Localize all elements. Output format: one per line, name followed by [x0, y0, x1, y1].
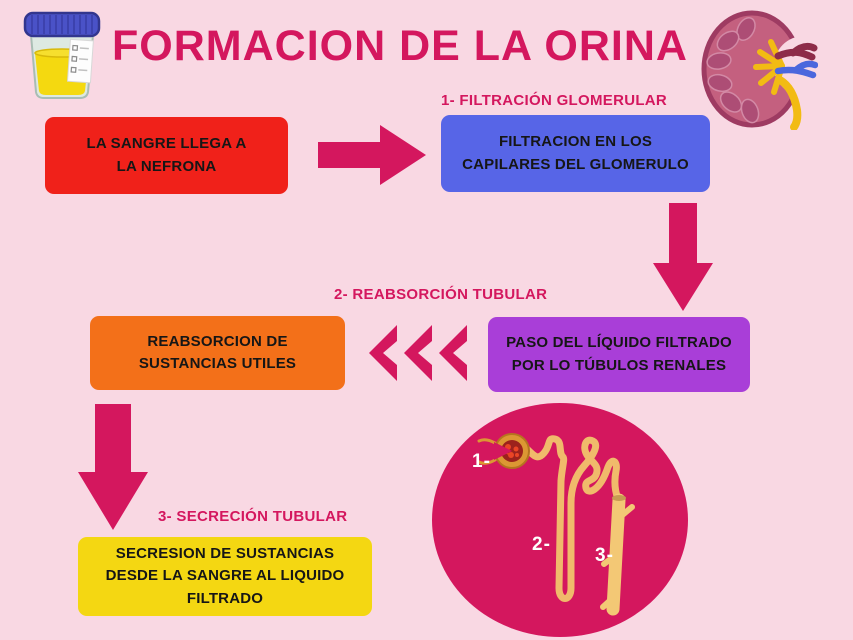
flow-arrow-down-icon [653, 203, 713, 311]
cup-lid [23, 11, 101, 38]
renal-artery [774, 42, 818, 61]
box-text-line: SUSTANCIAS UTILES [138, 355, 297, 372]
box-text-line: FILTRADO [186, 589, 264, 607]
box-glomerular-filtration: FILTRACION EN LOS CAPILARES DEL GLOMERUL… [441, 115, 710, 192]
nephron-illustration: 1- 2- 3- [432, 403, 688, 637]
page-title: FORMACION DE LA ORINA [112, 22, 688, 70]
step3-label: 3- SECRECIÓN TUBULAR [158, 508, 348, 525]
flow-arrow-down-icon [78, 404, 148, 530]
kidney-lobes [706, 17, 760, 124]
cup-label [66, 38, 94, 84]
box-text-line: SECRESION DE SUSTANCIAS [115, 544, 335, 562]
nephron-marker-3: 3- [595, 545, 614, 566]
step1-label: 1- FILTRACIÓN GLOMERULAR [441, 92, 668, 109]
nephron-marker-1: 1- [472, 451, 491, 472]
box-text-line: PASO DEL LÍQUIDO FILTRADO [506, 334, 732, 351]
box-tubular-secretion: SECRESION DE SUSTANCIAS DESDE LA SANGRE … [78, 537, 372, 616]
step2-label: 2- REABSORCIÓN TUBULAR [334, 286, 548, 303]
box-text-line: REABSORCION DE [147, 332, 288, 350]
ureter [776, 76, 802, 130]
box-text-line: CAPILARES DEL GLOMERULO [462, 155, 689, 173]
chevrons-left-icon [369, 325, 467, 381]
collecting-duct [600, 493, 635, 616]
box-reabsorption: REABSORCION DE SUSTANCIAS UTILES [90, 316, 345, 390]
renal-vein [774, 60, 818, 79]
box-text-line: FILTRACION EN LOS [498, 133, 653, 150]
urine-sample-icon [23, 11, 101, 99]
box-text-line: DESDE LA SANGRE AL LIQUIDO [105, 567, 345, 585]
box-filtrate-passage: PASO DEL LÍQUIDO FILTRADO POR LO TÚBULOS… [488, 317, 750, 392]
glomerulus [477, 433, 530, 469]
box-text-line: LA NEFRONA [116, 157, 217, 175]
nephron-marker-2: 2- [532, 534, 551, 555]
box-text-line: LA SANGRE LLEGA A [86, 135, 247, 152]
box-blood-arrives: LA SANGRE LLEGA A LA NEFRONA [45, 117, 288, 194]
box-text-line: POR LO TÚBULOS RENALES [511, 356, 727, 374]
kidney-icon [701, 10, 818, 130]
flow-arrow-right-icon [318, 125, 426, 185]
nephron-tubule [523, 435, 622, 602]
